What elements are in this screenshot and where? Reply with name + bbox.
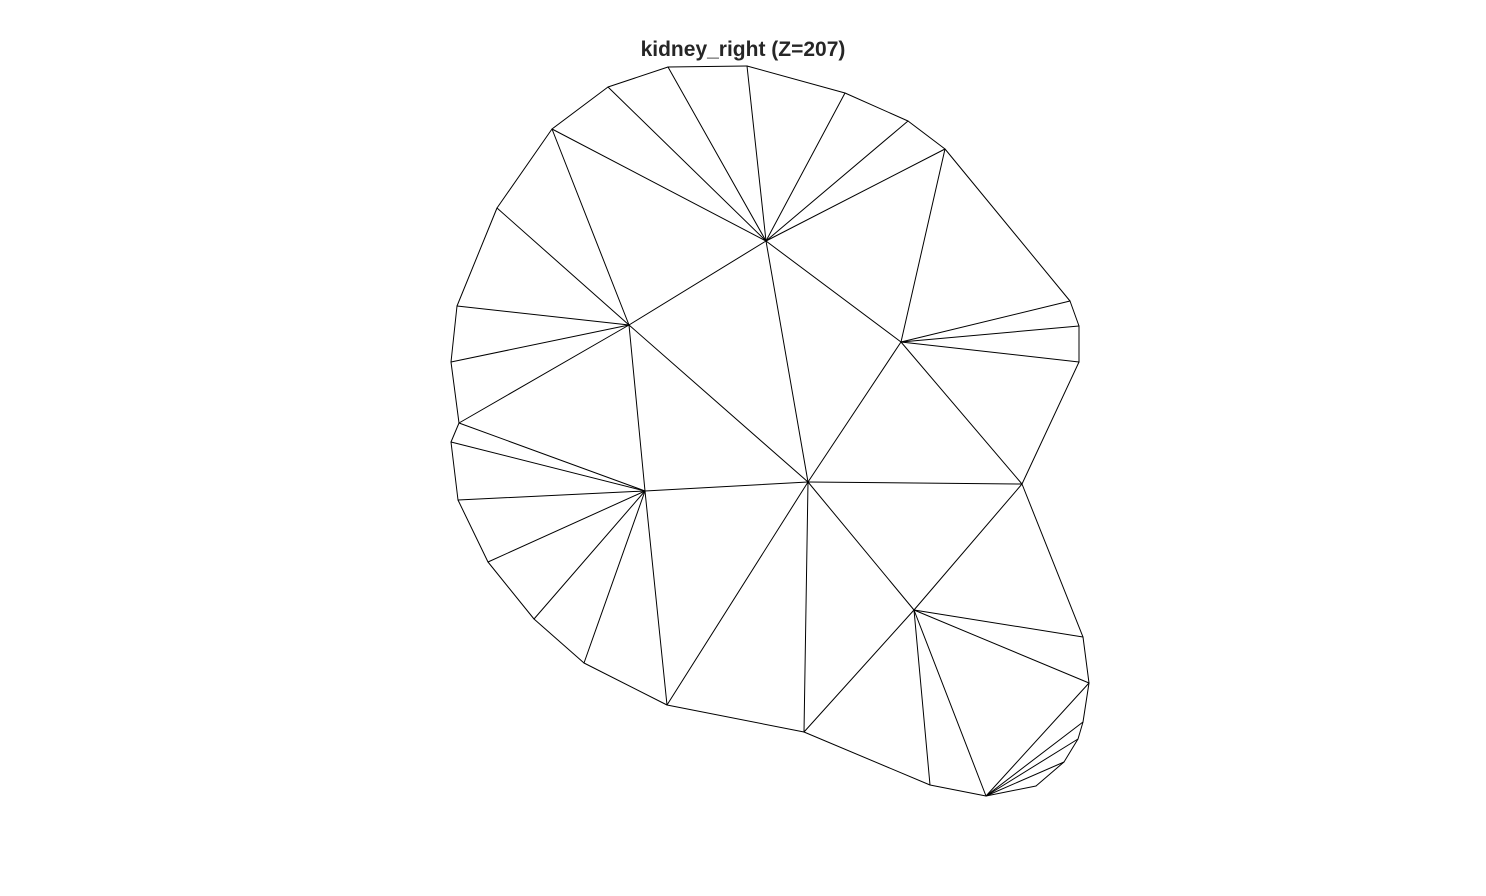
mesh-edge <box>644 490 668 706</box>
mesh-edge <box>450 324 630 363</box>
mesh-edge <box>807 481 1023 485</box>
mesh-edge <box>457 499 489 563</box>
mesh-edge <box>807 481 915 611</box>
mesh-edge <box>607 66 669 88</box>
mesh-edge <box>844 92 909 122</box>
mesh-edge <box>929 784 987 797</box>
mesh-edge <box>746 65 767 242</box>
mesh-edge <box>746 65 846 94</box>
mesh-edges <box>450 65 1090 797</box>
mesh-edge <box>628 240 767 326</box>
mesh-edge <box>487 490 646 563</box>
mesh-edge <box>1077 721 1084 740</box>
mesh-edge <box>985 761 1065 797</box>
mesh-edge <box>487 561 535 620</box>
mesh-edge <box>496 128 553 209</box>
mesh-edge <box>803 481 809 733</box>
mesh-edge <box>913 483 1023 611</box>
mesh-edge <box>1021 483 1084 638</box>
mesh-edge <box>913 609 1084 638</box>
mesh-edge <box>1069 300 1080 327</box>
mesh-edge <box>765 120 909 242</box>
mesh-edge <box>985 721 1084 797</box>
plot-title: kidney_right (Z=207) <box>640 38 846 61</box>
mesh-edge <box>456 305 630 326</box>
mesh-edge <box>1035 761 1065 787</box>
mesh-edge <box>551 86 609 130</box>
mesh-edge <box>607 86 767 242</box>
mesh-edge <box>985 785 1037 797</box>
mesh-edge <box>1063 738 1079 763</box>
mesh-edge <box>450 422 460 443</box>
mesh-edge <box>450 441 646 492</box>
mesh-edge <box>900 341 1080 363</box>
mesh-edge <box>803 731 931 786</box>
mesh-edge <box>628 324 646 492</box>
mesh-edge <box>667 65 748 68</box>
mesh-edge <box>907 120 946 150</box>
mesh-edge <box>496 207 630 326</box>
mesh-edge <box>644 481 809 492</box>
mesh-edge <box>450 361 460 424</box>
mesh-edge <box>765 240 809 483</box>
mesh-edge <box>807 341 902 483</box>
mesh-edge <box>913 609 931 786</box>
mesh-edge <box>900 300 1071 343</box>
mesh-edge <box>667 66 767 242</box>
mesh-edge <box>458 422 646 492</box>
mesh-edge <box>765 92 846 242</box>
mesh-edge <box>533 490 646 620</box>
mesh-edge <box>533 618 585 664</box>
mesh-edge <box>900 325 1080 343</box>
mesh-edge <box>551 128 767 242</box>
mesh-edge <box>985 682 1090 797</box>
mesh-edge <box>456 207 498 307</box>
mesh-edge <box>583 662 668 706</box>
mesh-edge <box>900 341 1023 485</box>
mesh-edge <box>985 738 1079 797</box>
mesh-edge <box>913 609 987 797</box>
mesh-edge <box>1082 636 1090 684</box>
mesh-edge <box>450 441 459 501</box>
mesh-edge <box>803 609 915 733</box>
mesh-edge <box>900 148 946 343</box>
mesh-edge <box>666 481 809 706</box>
mesh-edge <box>1082 682 1090 723</box>
mesh-edge <box>913 609 1090 684</box>
mesh-edge <box>765 240 902 343</box>
mesh-edge <box>666 704 805 733</box>
mesh-edge <box>458 324 630 424</box>
mesh-edge <box>628 324 809 483</box>
mesh-edge <box>583 490 646 664</box>
mesh-edge <box>450 305 458 363</box>
mesh-edge <box>944 148 1071 302</box>
mesh-edge <box>551 128 630 326</box>
mesh-edge <box>457 490 646 501</box>
mesh-edge <box>1021 361 1080 485</box>
mesh-edge <box>765 148 946 242</box>
